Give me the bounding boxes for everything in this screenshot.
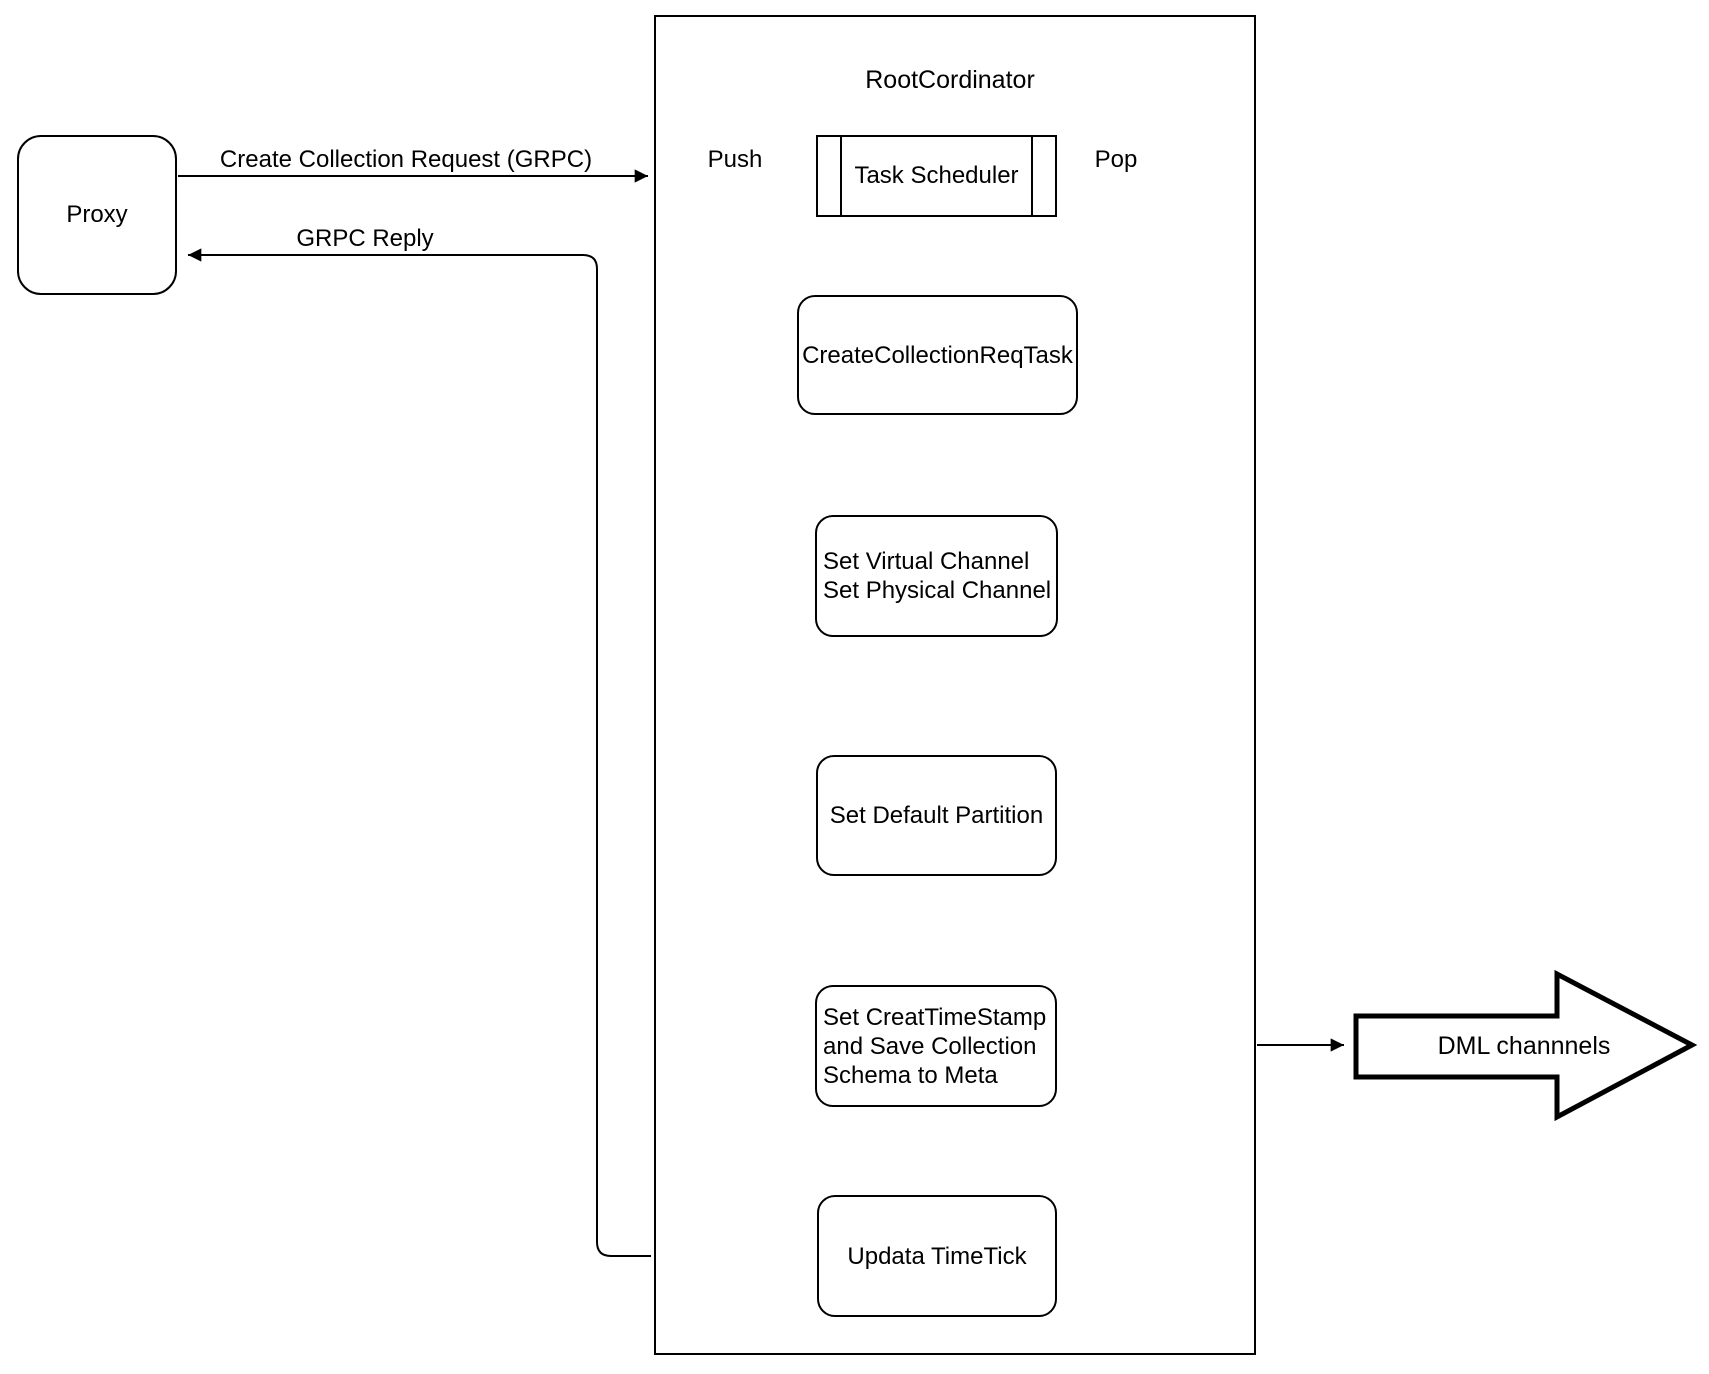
dml-channels-arrow: [1353, 969, 1698, 1122]
node-set-channels-label: Set Virtual Channel Set Physical Channel: [823, 548, 1052, 604]
node-task-scheduler: Task Scheduler: [816, 135, 1057, 217]
edge-label-pop: Pop: [1092, 146, 1140, 174]
edge-label-create-collection-request: Create Collection Request (GRPC): [217, 146, 595, 174]
task-scheduler-left-bar: [840, 137, 842, 215]
node-task-scheduler-label: Task Scheduler: [854, 162, 1019, 189]
edge-grpc-reply: [188, 248, 651, 1257]
rootcoordinator-container: [654, 15, 1256, 1355]
node-set-channels: Set Virtual Channel Set Physical Channel: [815, 515, 1058, 637]
node-create-collection-req-task: CreateCollectionReqTask: [797, 295, 1078, 415]
node-set-default-partition: Set Default Partition: [816, 755, 1057, 876]
task-scheduler-right-bar: [1031, 137, 1033, 215]
node-set-timestamp: Set CreatTimeStamp and Save Collection S…: [815, 985, 1057, 1107]
edge-label-push: Push: [705, 146, 765, 174]
edge-label-grpc-reply: GRPC Reply: [294, 225, 436, 253]
node-update-timetick-label: Updata TimeTick: [847, 1242, 1027, 1270]
node-set-timestamp-label: Set CreatTimeStamp and Save Collection S…: [823, 1003, 1047, 1089]
dml-channels-label: DML channnels: [1437, 1032, 1611, 1060]
node-proxy-label: Proxy: [66, 201, 128, 228]
node-set-default-partition-label: Set Default Partition: [829, 802, 1044, 829]
node-update-timetick: Updata TimeTick: [817, 1195, 1057, 1317]
rootcoordinator-title: RootCordinator: [865, 66, 1035, 94]
node-create-collection-req-task-label: CreateCollectionReqTask: [802, 341, 1073, 369]
node-proxy: Proxy: [17, 135, 177, 295]
